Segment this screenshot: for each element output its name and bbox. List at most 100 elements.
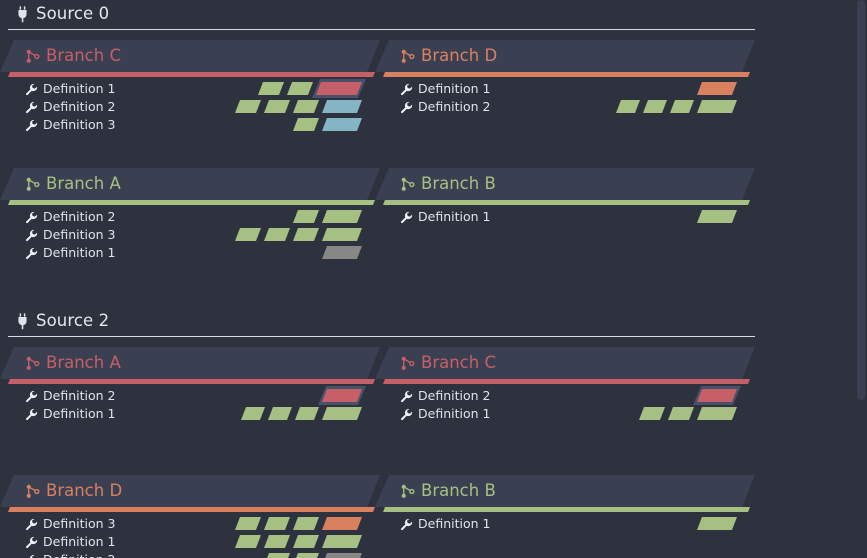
bar-segment[interactable] [293,553,319,558]
definition-list: Definition 1 [375,515,755,533]
definition-row[interactable]: Definition 2 [375,387,755,405]
wrench-icon [25,536,38,548]
definition-label-text: Definition 1 [43,244,116,260]
definition-bar[interactable] [241,407,362,420]
definition-row[interactable]: Definition 1 [375,405,755,423]
definition-bar[interactable] [264,553,362,558]
bar-segment[interactable] [668,407,694,420]
definition-bar[interactable] [322,389,362,402]
bar-segment[interactable] [322,228,362,241]
bar-segment[interactable] [639,407,665,420]
wrench-icon [25,408,38,420]
bar-segment[interactable] [295,407,319,420]
wrench-icon [25,119,38,131]
wrench-icon [400,408,413,420]
definition-row[interactable]: Definition 1 [375,515,755,533]
scrollbar-thumb[interactable] [857,0,865,400]
bar-segment[interactable] [235,100,261,113]
definition-row[interactable]: Definition 3 [0,515,380,533]
definition-bar[interactable] [639,407,737,420]
source-header[interactable]: Source 2 [0,307,867,335]
source-header[interactable]: Source 0 [0,0,867,28]
bar-segment[interactable] [322,517,362,530]
bar-segment[interactable] [643,100,667,113]
definition-row[interactable]: Definition 3 [0,226,380,244]
bar-segment[interactable] [322,553,362,558]
bar-segment-selected[interactable] [697,389,737,402]
source-divider [8,29,755,30]
bar-segment[interactable] [264,228,290,241]
branch-header[interactable]: Branch B [375,475,755,507]
definition-bar[interactable] [235,535,362,548]
definition-row[interactable]: Definition 2 [0,98,380,116]
branch-header[interactable]: Branch D [0,475,380,507]
bar-segment[interactable] [235,535,261,548]
bar-segment[interactable] [293,118,319,131]
definition-bar[interactable] [322,246,362,259]
bar-segment[interactable] [264,100,290,113]
branch-header[interactable]: Branch C [0,40,380,72]
definition-bar[interactable] [697,210,737,223]
bar-segment[interactable] [322,100,362,113]
branch-panel: Branch C Definition 2 Definition 1 [375,347,755,379]
bar-segment[interactable] [697,100,737,113]
bar-segment[interactable] [697,407,737,420]
bar-segment[interactable] [258,82,284,95]
definition-bar[interactable] [697,517,737,530]
bar-segment[interactable] [697,517,737,530]
bar-segment[interactable] [268,407,292,420]
definition-label: Definition 1 [375,407,490,421]
bar-segment[interactable] [697,82,737,95]
bar-segment[interactable] [293,100,319,113]
definition-bar[interactable] [235,100,362,113]
scrollbar-track[interactable] [855,0,867,558]
bar-segment[interactable] [322,118,362,131]
bar-segment-fill [322,389,362,402]
definition-bar[interactable] [258,82,362,95]
definition-row[interactable]: Definition 1 [0,80,380,98]
bar-segment[interactable] [235,517,261,530]
definition-row[interactable]: Definition 3 [0,116,380,134]
definition-bar[interactable] [235,228,362,241]
definition-bar[interactable] [697,82,737,95]
definition-row[interactable]: Definition 1 [0,533,380,551]
branch-header[interactable]: Branch B [375,168,755,200]
bar-segment[interactable] [322,407,362,420]
definition-row[interactable]: Definition 2 [0,208,380,226]
branch-title: Branch B [421,173,496,193]
branch-header[interactable]: Branch D [375,40,755,72]
bar-segment[interactable] [264,517,290,530]
definition-bar[interactable] [293,210,362,223]
definition-row[interactable]: Definition 1 [375,80,755,98]
bar-segment[interactable] [322,535,362,548]
definition-row[interactable]: Definition 1 [375,208,755,226]
definition-row[interactable]: Definition 2 [0,387,380,405]
definition-row[interactable]: Definition 2 [0,551,380,558]
branch-header[interactable]: Branch A [0,168,380,200]
bar-segment[interactable] [293,517,319,530]
definition-bar[interactable] [697,389,737,402]
definition-bar[interactable] [616,100,737,113]
bar-segment[interactable] [322,210,362,223]
bar-segment-selected[interactable] [316,82,362,95]
bar-segment[interactable] [241,407,265,420]
bar-segment[interactable] [264,553,290,558]
bar-segment[interactable] [616,100,640,113]
bar-segment[interactable] [293,210,319,223]
bar-segment[interactable] [293,228,319,241]
bar-segment[interactable] [670,100,694,113]
definition-row[interactable]: Definition 2 [375,98,755,116]
branch-header[interactable]: Branch A [0,347,380,379]
definition-row[interactable]: Definition 1 [0,405,380,423]
bar-segment[interactable] [293,535,319,548]
branch-header[interactable]: Branch C [375,347,755,379]
definition-bar[interactable] [235,517,362,530]
bar-segment-selected[interactable] [322,389,362,402]
bar-segment[interactable] [697,210,737,223]
definition-row[interactable]: Definition 1 [0,244,380,262]
definition-bar[interactable] [293,118,362,131]
bar-segment[interactable] [264,535,290,548]
bar-segment[interactable] [287,82,313,95]
bar-segment[interactable] [235,228,261,241]
bar-segment[interactable] [322,246,362,259]
